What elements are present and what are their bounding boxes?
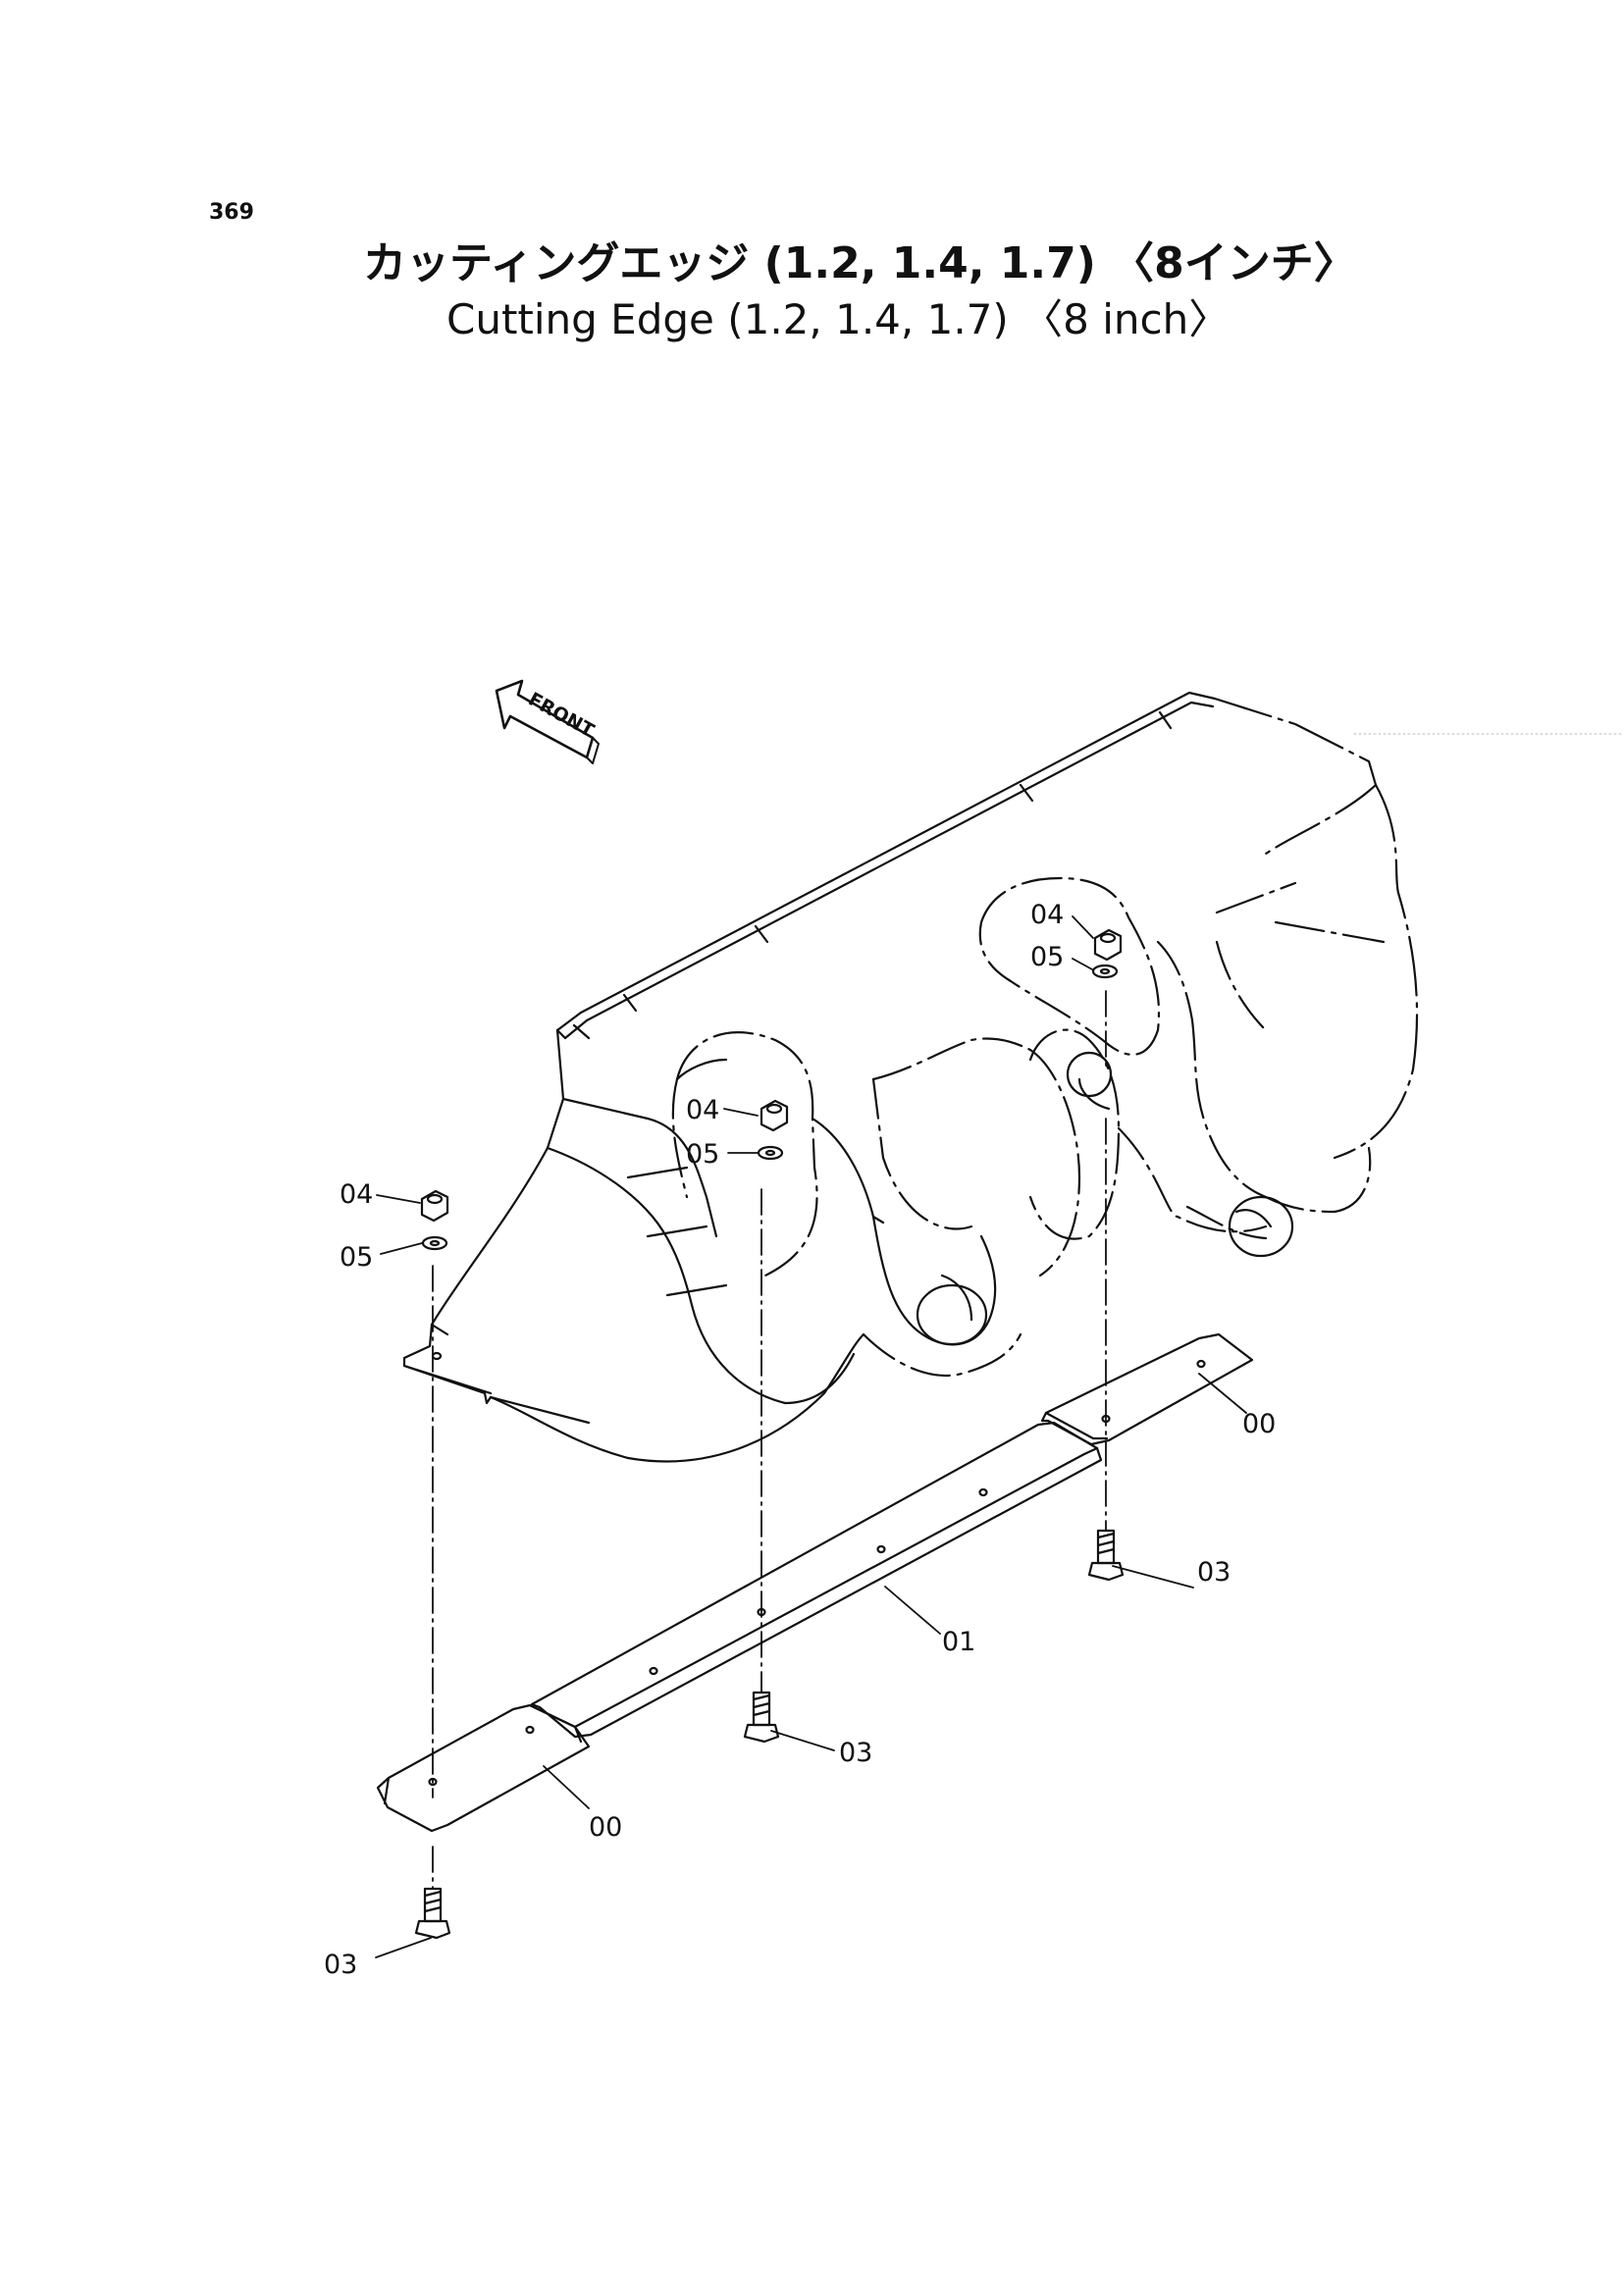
cutting-edge-center <box>530 1421 1103 1744</box>
callout-04-right: 04 <box>1030 900 1064 930</box>
callout-05-right: 05 <box>1030 942 1064 972</box>
callout-01: 01 <box>942 1627 975 1657</box>
callout-04-left: 04 <box>340 1179 373 1210</box>
nut-mid <box>760 1099 789 1132</box>
bolt-left <box>414 1887 451 1940</box>
callout-04-mid: 04 <box>686 1095 719 1125</box>
cutting-edge-right <box>1040 1332 1254 1446</box>
callout-03-right: 03 <box>1197 1557 1231 1588</box>
callout-05-mid: 05 <box>686 1139 719 1170</box>
bolt-center <box>743 1691 780 1744</box>
leader-lines <box>375 915 1247 1958</box>
washer-right <box>1091 964 1119 979</box>
callout-03-left: 03 <box>324 1950 357 1980</box>
callout-labels: 04 05 04 05 04 05 00 03 01 03 00 03 <box>324 900 1276 1980</box>
front-arrow-icon: FRONT <box>495 679 600 764</box>
page-title-japanese: カッティングエッジ (1.2, 1.4, 1.7) 〈8インチ〉 <box>363 238 1357 288</box>
bolt-right <box>1087 1529 1125 1582</box>
front-arrow-label: FRONT <box>525 689 598 742</box>
callout-05-left: 05 <box>340 1242 373 1273</box>
nut-left <box>420 1189 449 1223</box>
nut-right <box>1093 928 1123 962</box>
bucket-body <box>402 691 1419 1463</box>
callout-00-left: 00 <box>589 1812 622 1843</box>
washer-mid <box>757 1145 784 1161</box>
washer-left <box>421 1235 448 1251</box>
callout-00-right: 00 <box>1242 1409 1276 1439</box>
page-number: 369 <box>209 200 254 225</box>
cutting-edge-left <box>376 1703 591 1833</box>
callout-03-mid: 03 <box>839 1738 872 1768</box>
page-title-english: Cutting Edge (1.2, 1.4, 1.7) 〈8 inch〉 <box>446 295 1231 343</box>
assembly-guide-lines <box>432 990 1107 1890</box>
